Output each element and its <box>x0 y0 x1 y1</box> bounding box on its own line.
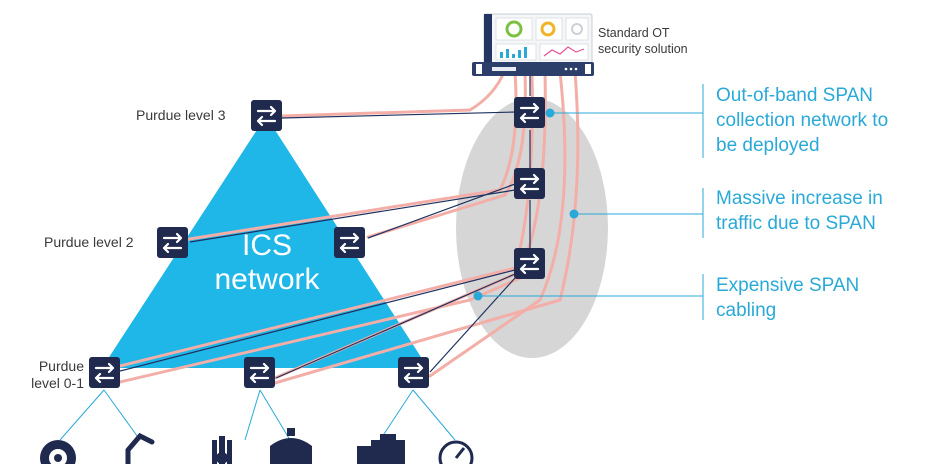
security-appliance <box>472 13 594 76</box>
network-links <box>119 72 531 379</box>
switch-level-01-c <box>398 357 429 388</box>
device-links <box>59 389 456 441</box>
switch-purdue-2-right <box>334 227 365 258</box>
callout-dot-cabling <box>473 291 483 301</box>
switch-icons <box>89 97 545 388</box>
switch-span-2 <box>514 168 545 199</box>
switch-span-1 <box>514 97 545 128</box>
callout-oob-line3: be deployed <box>716 135 820 156</box>
gauge-icon <box>438 440 474 464</box>
solution-label-line2: security solution <box>598 42 688 56</box>
solution-label-line1: Standard OT <box>598 26 670 40</box>
callout-traffic-line1: Massive increase in <box>716 188 883 209</box>
ics-label-line1: ICS <box>241 229 292 262</box>
callout-oob-line2: collection network to <box>716 110 889 131</box>
thermometer-icon <box>212 436 232 464</box>
pump-icon <box>40 440 76 464</box>
ics-label-line2: network <box>214 263 320 296</box>
switch-purdue-3 <box>251 100 282 131</box>
purdue-level-2-label: Purdue level 2 <box>44 234 134 250</box>
switch-level-01-a <box>89 357 120 388</box>
callout-traffic-line2: traffic due to SPAN <box>716 213 876 234</box>
purdue-level-01-label-line1: Purdue <box>38 358 84 374</box>
switch-span-3 <box>514 248 545 279</box>
robot-arm-icon <box>125 432 155 464</box>
callout-cabling-line2: cabling <box>716 300 777 321</box>
callout-dot-oob <box>545 108 555 118</box>
switch-purdue-2-left <box>157 227 188 258</box>
switch-level-01-b <box>244 357 275 388</box>
purdue-level-3-label: Purdue level 3 <box>136 107 226 123</box>
ics-network-triangle <box>102 116 428 368</box>
purdue-level-01-label-line2: level 0-1 <box>31 375 84 391</box>
callout-dot-traffic <box>569 209 579 219</box>
engine-icon <box>357 434 405 464</box>
callout-cabling-line1: Expensive SPAN <box>716 275 860 296</box>
callout-lines <box>478 84 704 320</box>
burner-icon <box>270 428 312 464</box>
span-collection-zone <box>456 98 608 358</box>
callout-oob-line1: Out-of-band SPAN <box>716 85 874 106</box>
